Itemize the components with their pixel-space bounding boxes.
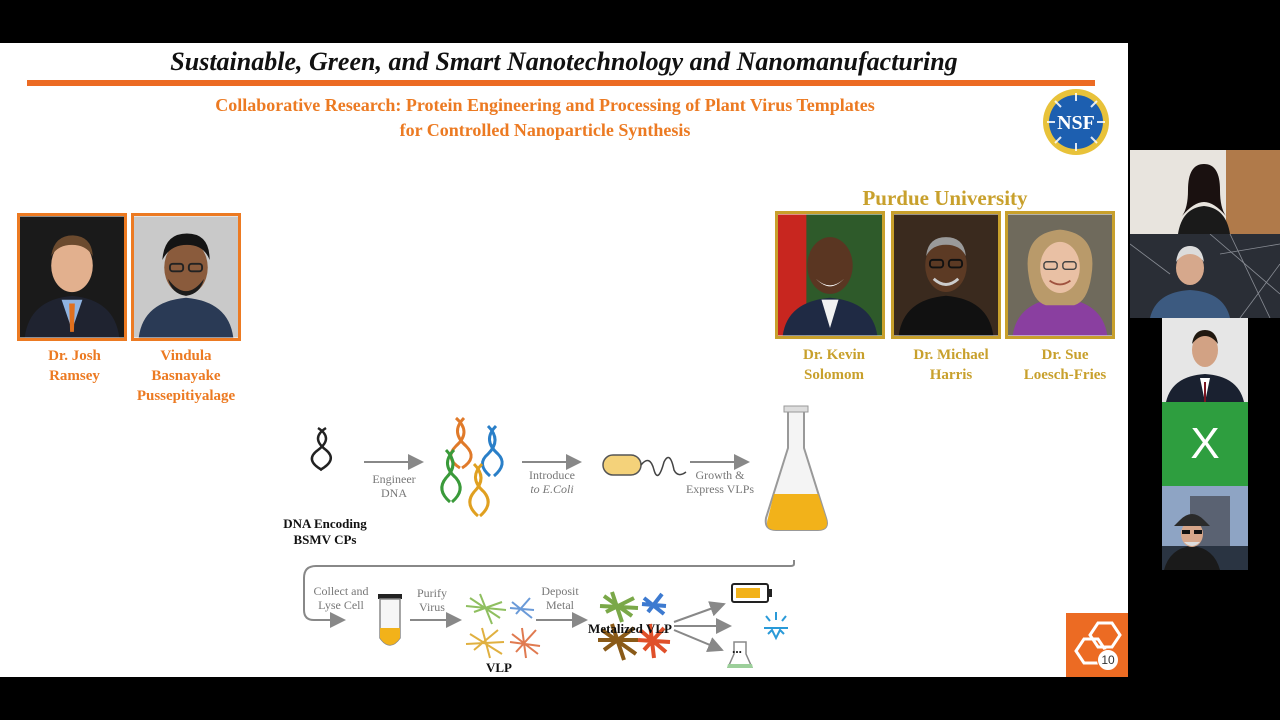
hexagon-network-icon xyxy=(1074,621,1122,665)
connector-line-icon xyxy=(303,560,795,621)
participant-tile-2[interactable] xyxy=(1130,234,1280,318)
dna-helix-icon xyxy=(310,426,333,472)
vlp-icon xyxy=(465,593,541,659)
title-divider xyxy=(27,80,1095,86)
step-introduce-label: Introduce to E.Coli xyxy=(529,468,575,496)
person-portrait-icon xyxy=(894,214,998,336)
person-photo-josh-ramsey xyxy=(17,213,127,341)
participant-video-icon xyxy=(1130,318,1280,402)
step-purify-label: Purify Virus xyxy=(417,586,447,614)
presentation-slide: Sustainable, Green, and Smart Nanotechno… xyxy=(0,43,1128,677)
participant-avatar-icon xyxy=(1130,402,1280,486)
battery-icon xyxy=(731,583,772,603)
ecoli-cell-icon xyxy=(602,454,687,477)
participant-tile-1[interactable] xyxy=(1130,150,1280,234)
process-diagram-graphics xyxy=(303,405,828,668)
person-photo-sue-loesch-fries xyxy=(1005,211,1115,339)
participant-initial: X xyxy=(1190,419,1220,468)
person-portrait-icon xyxy=(20,216,124,338)
engineered-dna-icon xyxy=(440,416,504,518)
person-name-vindula: Vindula Basnayake Pussepitiyalage xyxy=(136,348,236,404)
person-name-kevin-solomon: Dr. Kevin Solomom xyxy=(803,347,865,383)
university-label: Purdue University xyxy=(862,186,1028,210)
person-photo-kevin-solomon xyxy=(775,211,885,339)
page-number: 10 xyxy=(1097,649,1119,671)
person-name-michael-harris: Dr. Michael Harris xyxy=(913,347,989,383)
participant-tile-3[interactable] xyxy=(1130,318,1280,402)
participant-tile-5[interactable] xyxy=(1130,486,1280,570)
person-name-sue-loesch-fries: Dr. Sue Loesch-Fries xyxy=(1023,347,1107,383)
subtitle-line-1: Collaborative Research: Protein Engineer… xyxy=(215,95,875,115)
person-photo-vindula xyxy=(131,213,241,341)
slide-subtitle: Collaborative Research: Protein Engineer… xyxy=(40,93,1050,143)
person-name-josh-ramsey: Dr. Josh Ramsey xyxy=(48,348,101,384)
step-deposit-label: Deposit Metal xyxy=(541,584,579,612)
person-photo-michael-harris xyxy=(891,211,1001,339)
nsf-logo: NSF xyxy=(1041,87,1111,157)
diagram-ellipsis: ... xyxy=(732,641,742,656)
person-portrait-icon xyxy=(1008,214,1112,336)
subtitle-line-2: for Controlled Nanoparticle Synthesis xyxy=(399,120,691,140)
nsf-seal-icon: NSF xyxy=(1043,89,1109,155)
growth-flask-icon xyxy=(764,405,828,531)
vlp-label: VLP xyxy=(486,660,512,675)
sensor-icon xyxy=(764,612,788,641)
process-diagram: DNA Encoding BSMV CPs Engineer DNA Intro… xyxy=(260,398,840,675)
person-portrait-icon xyxy=(778,214,882,336)
centrifuge-tube-icon xyxy=(378,594,402,646)
metalized-vlp-label: Metalized VLP xyxy=(588,621,672,636)
page-number-badge xyxy=(1066,613,1128,677)
step-engineer-label: Engineer DNA xyxy=(372,472,416,500)
catalyst-flask-icon xyxy=(726,641,754,668)
participant-video-icon xyxy=(1130,150,1280,234)
arrow-battery-icon xyxy=(673,601,726,623)
nsf-logo-text: NSF xyxy=(1057,112,1095,134)
dna-encoding-label: DNA Encoding BSMV CPs xyxy=(283,516,367,547)
slide-title: Sustainable, Green, and Smart Nanotechno… xyxy=(170,47,958,76)
arrow-catalyst-icon xyxy=(673,629,724,652)
person-portrait-icon xyxy=(134,216,238,338)
participant-video-icon xyxy=(1130,234,1280,318)
participant-tile-4[interactable]: X xyxy=(1130,402,1280,486)
metalized-vlp-icon xyxy=(598,591,671,661)
step-growth-label: Growth & Express VLPs xyxy=(685,468,755,496)
participant-video-icon xyxy=(1130,486,1280,570)
step-collect-label: Collect and Lyse Cell xyxy=(313,584,369,612)
